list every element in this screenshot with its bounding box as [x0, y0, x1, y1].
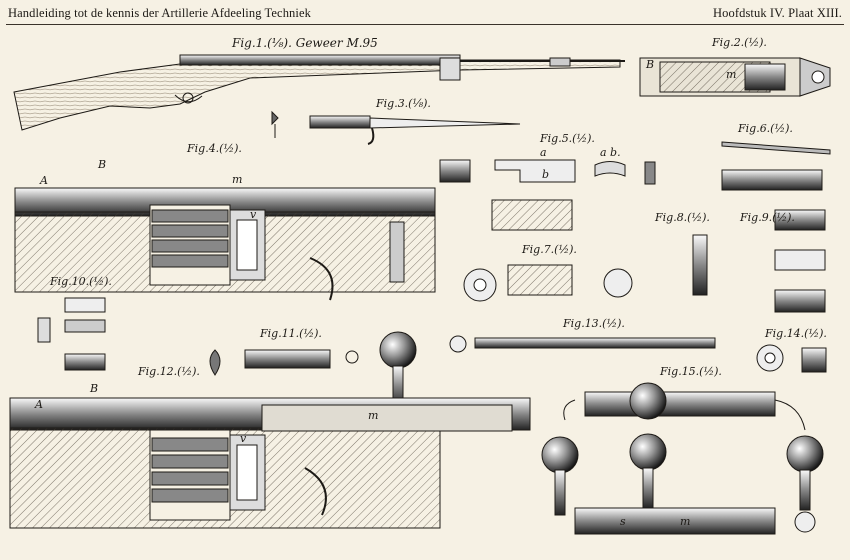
part-letter-a-fig4: A: [40, 174, 48, 187]
fig10-caption: Fig.10.(½).: [50, 275, 112, 288]
fig2-caption: Fig.2.(½).: [712, 36, 767, 49]
fig2-receiver-drawing: [639, 57, 831, 97]
part-letter-a-fig12: A: [35, 398, 43, 411]
fig12-caption: Fig.12.(½).: [138, 365, 200, 378]
fig4-caption: Fig.4.(½).: [187, 142, 242, 155]
part-letter-s-fig15: s: [620, 515, 626, 528]
header-left-title: Handleiding tot de kennis der Artillerie…: [8, 6, 311, 20]
fig3-caption: Fig.3.(⅛).: [376, 97, 431, 110]
part-letter-b-fig5: b: [542, 168, 550, 181]
part-letter-m-fig12: m: [368, 409, 379, 422]
fig1-caption: Fig.1.(⅛). Geweer M.95: [232, 36, 378, 50]
fig1-rifle-drawing: [13, 54, 625, 131]
part-letter-a-fig5: a: [540, 146, 547, 159]
part-letter-b-fig4: B: [98, 158, 107, 171]
fig15-caption: Fig.15.(½).: [660, 365, 722, 378]
header-rule: [6, 24, 844, 25]
fig14-caption: Fig.14.(½).: [765, 327, 827, 340]
part-letter-ab-fig5: a b.: [600, 146, 621, 159]
fig8-caption: Fig.8.(½).: [655, 211, 710, 224]
small-parts-drawings: [439, 141, 831, 313]
fig11-caption: Fig.11.(½).: [260, 327, 322, 340]
part-letter-m-fig2: m: [726, 68, 737, 81]
part-letter-m-fig15: m: [680, 515, 691, 528]
fig7-caption: Fig.7.(½).: [522, 243, 577, 256]
fig6-caption: Fig.6.(½).: [738, 122, 793, 135]
fig4-action-section-drawing: [14, 187, 436, 301]
part-letter-b-fig12: B: [90, 382, 99, 395]
fig5-caption: Fig.5.(½).: [540, 132, 595, 145]
part-letter-m-fig4: m: [232, 173, 243, 186]
fig12-action-section-drawing: [9, 397, 531, 529]
part-letter-v-fig4: v: [250, 208, 257, 221]
fig9-caption: Fig.9.(½).: [740, 211, 795, 224]
part-letter-v-fig12: v: [240, 432, 247, 445]
mid-parts-drawings: [37, 297, 827, 407]
header-right-title: Hoofdstuk IV. Plaat XIII.: [713, 6, 842, 20]
fig3-bayonet-drawing: [271, 110, 521, 145]
fig15-bolt-drawings: [541, 382, 824, 535]
part-letter-b-fig2: B: [646, 58, 655, 71]
fig13-caption: Fig.13.(½).: [563, 317, 625, 330]
